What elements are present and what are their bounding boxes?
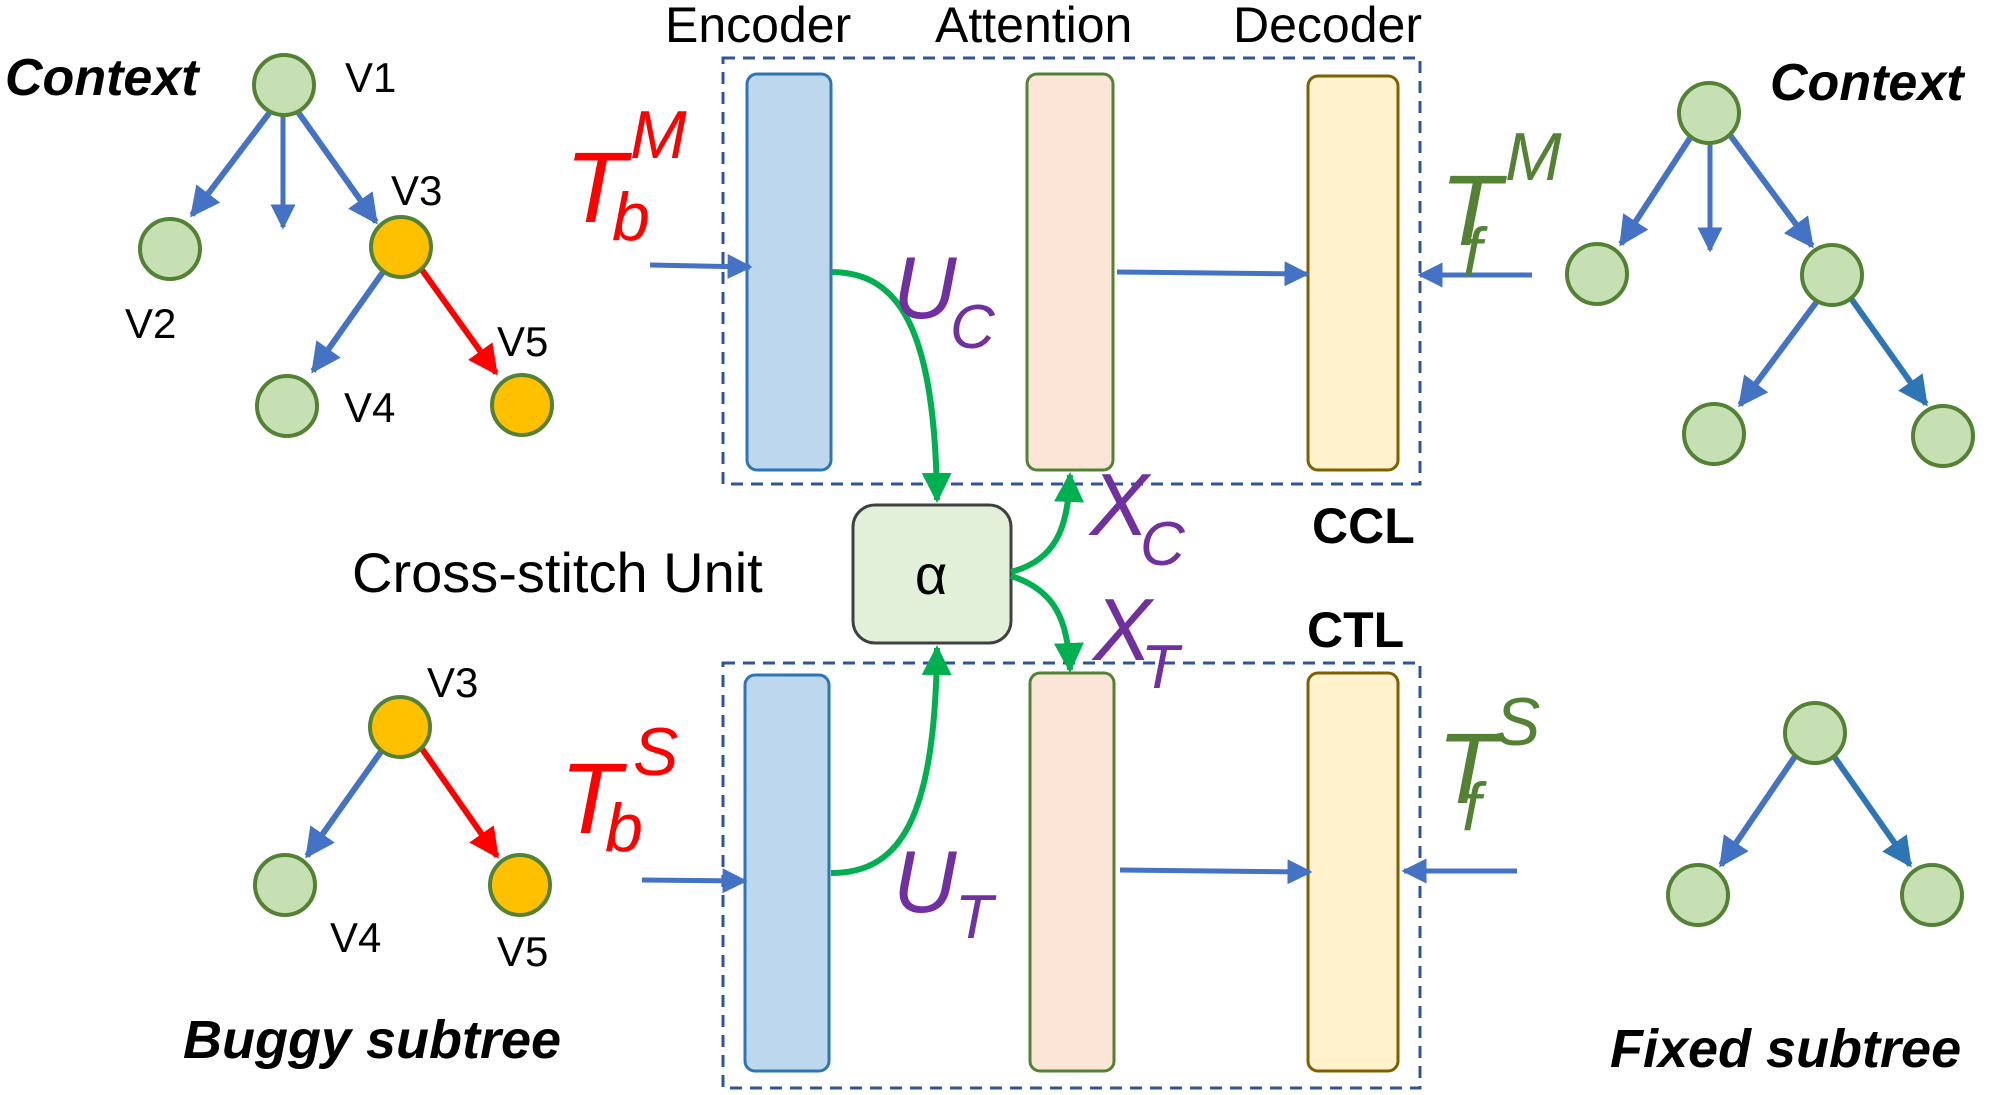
xc-sub: C bbox=[1140, 510, 1186, 579]
r-edge-mid-left bbox=[1737, 298, 1821, 408]
tf-main-sub: f bbox=[1463, 214, 1488, 290]
node-v5 bbox=[490, 373, 554, 437]
tf-sub-sup: S bbox=[1495, 684, 1540, 760]
attention-block-top bbox=[1025, 72, 1115, 472]
edge-sub-v3-v5 bbox=[417, 744, 500, 859]
node-label-v5: V5 bbox=[497, 318, 548, 365]
tb-main-sub: b bbox=[612, 179, 650, 255]
decoder-block-top bbox=[1306, 74, 1400, 472]
label-tb-sub: T b S bbox=[560, 714, 678, 873]
tb-main-sup: M bbox=[630, 97, 687, 173]
encoder-block-bottom bbox=[743, 673, 831, 1073]
flow-xc bbox=[1010, 472, 1085, 575]
r-node-lr bbox=[1911, 404, 1975, 468]
node-v2 bbox=[138, 217, 202, 281]
task-ctl-label: CTL bbox=[1307, 602, 1404, 658]
r-sub-edge-left bbox=[1718, 753, 1799, 868]
tb-sub-base: T bbox=[560, 743, 627, 855]
tf-main-sup: M bbox=[1505, 119, 1562, 195]
tf-sub-sub: f bbox=[1462, 769, 1487, 845]
label-xt: X T bbox=[1091, 580, 1183, 702]
r-sub-node-root bbox=[1783, 701, 1847, 765]
node-sub-v5 bbox=[488, 853, 552, 917]
task-ccl-label: CCL bbox=[1312, 498, 1415, 554]
xt-base: X bbox=[1091, 580, 1155, 679]
r-sub-node-right bbox=[1900, 863, 1964, 927]
buggy-subtree-title: Buggy subtree bbox=[183, 1010, 561, 1070]
label-ut: U T bbox=[893, 832, 997, 952]
left-buggy-tree: V3 V4 V5 bbox=[253, 659, 552, 975]
arrow-attention-to-decoder-top bbox=[1116, 261, 1310, 287]
node-sub-v4 bbox=[253, 853, 317, 917]
cross-stitch-label: Cross-stitch Unit bbox=[352, 541, 763, 604]
edge-sub-v3-v4 bbox=[304, 744, 388, 859]
r-edge-root-left bbox=[1618, 133, 1695, 247]
label-xc: X C bbox=[1088, 455, 1186, 579]
arrow-tb-main-to-encoder bbox=[649, 254, 753, 280]
decoder-block-bottom bbox=[1306, 671, 1400, 1073]
node-sub-label-v4: V4 bbox=[330, 914, 381, 961]
node-sub-v3 bbox=[368, 695, 432, 759]
node-v4 bbox=[255, 374, 319, 438]
r-node-mid bbox=[1800, 243, 1864, 307]
ut-base: U bbox=[893, 832, 957, 931]
uc-base: U bbox=[893, 238, 957, 337]
encoder-header: Encoder bbox=[665, 0, 851, 53]
attention-block-bottom bbox=[1028, 671, 1116, 1073]
flow-xt bbox=[1010, 573, 1084, 673]
cross-stitch-symbol: α bbox=[915, 543, 947, 606]
ut-sub: T bbox=[955, 883, 997, 952]
right-context-tree bbox=[1565, 81, 1975, 468]
r-node-root bbox=[1677, 81, 1741, 145]
label-tf-sub: T f S bbox=[1437, 684, 1540, 852]
node-label-v4: V4 bbox=[344, 384, 395, 431]
left-context-tree: V1 V2 V3 V4 V5 bbox=[125, 53, 554, 438]
label-tb-main: T b M bbox=[565, 97, 687, 262]
fixed-subtree-title: Fixed subtree bbox=[1610, 1019, 1961, 1079]
r-edge-mid-right bbox=[1847, 295, 1929, 407]
r-node-left bbox=[1565, 242, 1629, 306]
edge-v3-v4 bbox=[310, 270, 386, 374]
node-label-v2: V2 bbox=[125, 300, 176, 347]
node-sub-label-v3: V3 bbox=[427, 659, 478, 706]
label-uc: U C bbox=[893, 238, 996, 362]
cross-stitch-box bbox=[851, 503, 1013, 645]
uc-sub: C bbox=[950, 293, 996, 362]
attention-header: Attention bbox=[935, 0, 1132, 53]
r-edge-root-right bbox=[1727, 133, 1815, 249]
decoder-header: Decoder bbox=[1233, 0, 1422, 53]
label-tf-main: T f M bbox=[1440, 119, 1562, 297]
tb-sub-sub: b bbox=[605, 790, 643, 866]
r-sub-node-left bbox=[1666, 863, 1730, 927]
xc-base: X bbox=[1088, 455, 1152, 554]
node-label-v3: V3 bbox=[391, 167, 442, 214]
node-sub-label-v5: V5 bbox=[497, 928, 548, 975]
r-sub-edge-right bbox=[1830, 753, 1913, 868]
tb-main-base: T bbox=[565, 132, 632, 244]
right-fixed-tree bbox=[1666, 701, 1964, 927]
edge-v3-v5 bbox=[419, 268, 499, 376]
arrow-attention-to-decoder-bottom bbox=[1119, 859, 1313, 885]
arrow-tb-sub-to-encoder bbox=[641, 868, 748, 894]
left-context-title: Context bbox=[5, 49, 201, 107]
flow-ut bbox=[830, 645, 952, 876]
node-v1 bbox=[252, 53, 316, 117]
node-v3 bbox=[369, 215, 433, 279]
r-node-ll bbox=[1682, 402, 1746, 466]
right-context-title: Context bbox=[1770, 54, 1966, 112]
encoder-block-top bbox=[745, 72, 833, 472]
tb-sub-sup: S bbox=[633, 714, 678, 790]
edge-v1-v2 bbox=[189, 110, 273, 218]
xt-sub: T bbox=[1141, 633, 1183, 702]
edge-v1-v3 bbox=[295, 110, 379, 225]
flow-uc bbox=[830, 269, 952, 503]
node-label-v1: V1 bbox=[345, 54, 396, 101]
